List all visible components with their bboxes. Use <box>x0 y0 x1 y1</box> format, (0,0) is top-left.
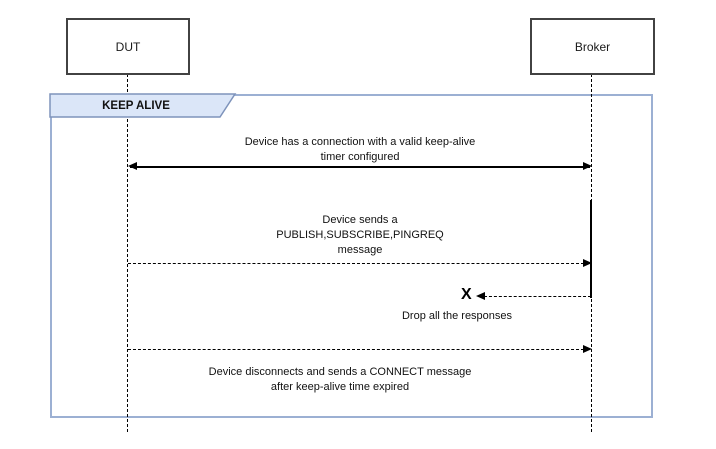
message-text-1: Device has a connection with a valid kee… <box>244 136 476 163</box>
frame-label: KEEP ALIVE <box>102 99 170 112</box>
arrowhead-left-icon <box>476 292 485 300</box>
message-text-4: Device disconnects and sends a CONNECT m… <box>208 366 472 393</box>
message-line-2 <box>128 263 584 264</box>
broker-activation-line <box>590 200 592 298</box>
actor-label-broker: Broker <box>574 39 611 54</box>
message-text-2: Device sends a PUBLISH,SUBSCRIBE,PINGREQ… <box>276 214 444 256</box>
drop-x-icon: X <box>461 286 472 303</box>
frame-label-tab <box>49 93 237 118</box>
message-text-3: Drop all the responses <box>401 310 513 322</box>
lifeline-dut <box>127 74 128 432</box>
arrowhead-left-icon <box>128 162 137 170</box>
actor-box-dut: DUT <box>66 18 190 75</box>
message-line-1 <box>130 166 590 168</box>
keep-alive-frame <box>50 94 653 418</box>
message-line-4 <box>128 349 584 350</box>
arrowhead-right-icon <box>583 259 592 267</box>
arrowhead-right-icon <box>583 345 592 353</box>
message-line-3 <box>484 296 591 297</box>
actor-box-broker: Broker <box>530 18 655 75</box>
arrowhead-right-icon <box>583 162 592 170</box>
frame-label-tab-shape <box>49 93 237 118</box>
actor-label-dut: DUT <box>115 39 141 54</box>
